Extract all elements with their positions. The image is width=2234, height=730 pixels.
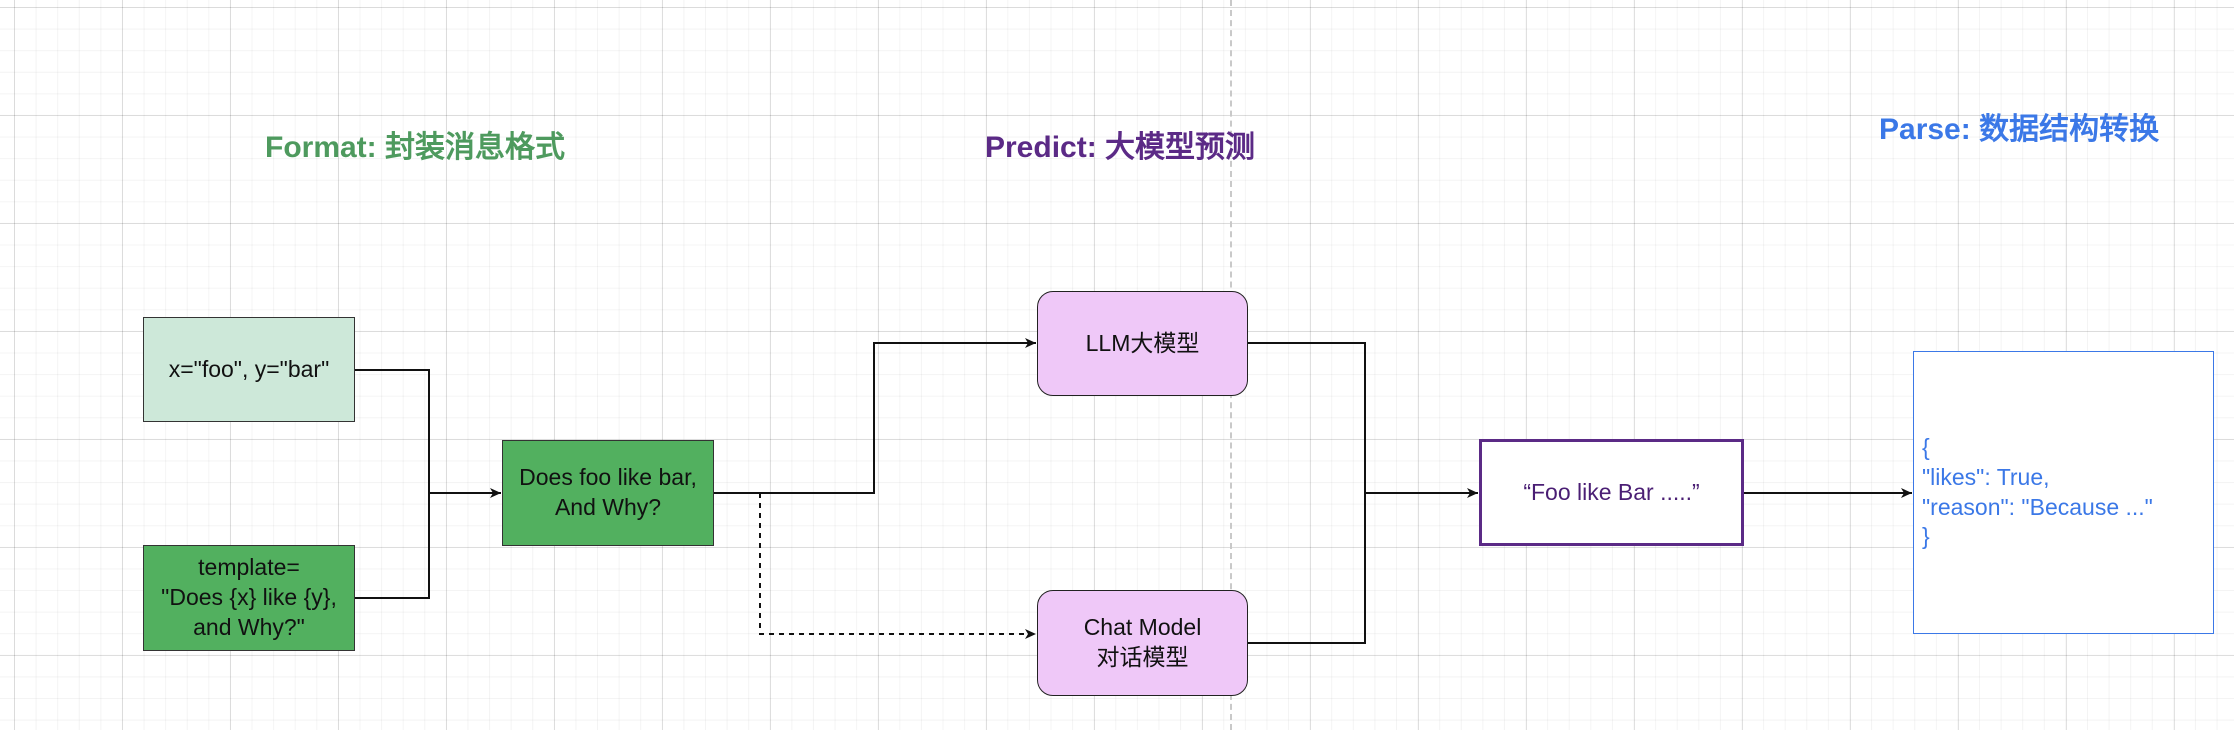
arrow-prompt-to-chat-model — [759, 493, 1036, 639]
prompt-node[interactable]: Does foo like bar, And Why? — [502, 440, 714, 546]
arrow-prompt-to-llm — [714, 338, 1036, 494]
format-section-title: Format: 封装消息格式 — [265, 131, 565, 164]
connector-template — [355, 493, 430, 599]
parse-section-title: Parse: 数据结构转换 — [1879, 113, 2160, 146]
llm-node[interactable]: LLM大模型 — [1037, 291, 1248, 396]
chat-model-node-label: Chat Model 对话模型 — [1083, 614, 1202, 670]
parsed-node[interactable]: { "likes": True, "reason": "Because ..."… — [1913, 351, 2214, 634]
inputs-node-label: x="foo", y="bar" — [168, 355, 330, 382]
chat-model-node[interactable]: Chat Model 对话模型 — [1037, 590, 1248, 696]
llm-node-label: LLM大模型 — [1085, 329, 1200, 356]
template-node-label: template= "Does {x} like {y}, and Why?" — [161, 554, 337, 640]
connector-chat-model-out — [1248, 493, 1366, 644]
predict-section-title: Predict: 大模型预测 — [985, 131, 1256, 164]
prompt-node-label: Does foo like bar, And Why? — [519, 464, 697, 520]
template-node[interactable]: template= "Does {x} like {y}, and Why?" — [143, 545, 355, 651]
parsed-node-label: { "likes": True, "reason": "Because ..."… — [1922, 433, 2153, 550]
output-node[interactable]: “Foo like Bar .....” — [1479, 439, 1744, 546]
connector-inputs — [355, 369, 430, 493]
inputs-node[interactable]: x="foo", y="bar" — [143, 317, 355, 422]
output-node-label: “Foo like Bar .....” — [1523, 478, 1700, 505]
connector-llm-out — [1248, 342, 1366, 493]
